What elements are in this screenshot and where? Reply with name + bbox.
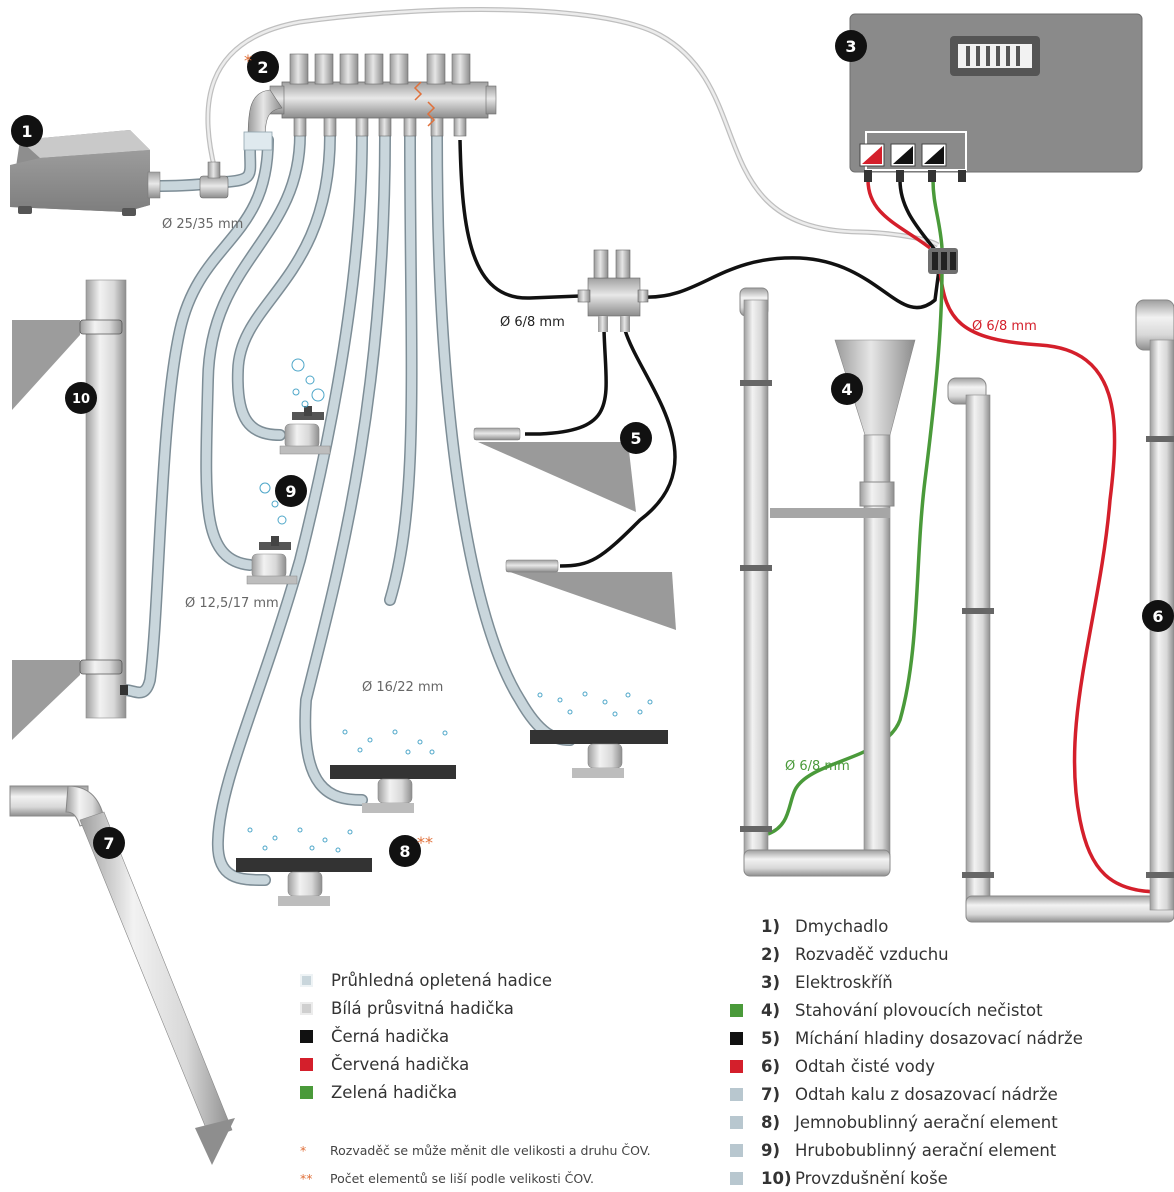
air-manifold xyxy=(244,54,496,150)
marker-2-label: 2 xyxy=(257,58,268,77)
hose-legend-item: Černá hadička xyxy=(300,1022,552,1050)
component-legend-item: 6) Odtah čisté vody xyxy=(730,1052,1083,1080)
blower-pipe-label: Ø 25/35 mm xyxy=(162,217,243,232)
manifold-star: * xyxy=(244,51,252,70)
component-number: 10) xyxy=(761,1169,795,1188)
footnote: ** Počet elementů se liší podle velikost… xyxy=(300,1164,651,1192)
hose-legend-item: Bílá průsvitná hadička xyxy=(300,994,552,1022)
component-legend-item: 2) Rozvaděč vzduchu xyxy=(730,940,1083,968)
marker-5-label: 5 xyxy=(630,429,641,448)
footnote-mark: * xyxy=(300,1143,330,1158)
footnote: * Rozvaděč se může měnit dle velikosti a… xyxy=(300,1136,651,1164)
component-number: 5) xyxy=(761,1029,795,1048)
component-legend-item: 4) Stahování plovoucích nečistot xyxy=(730,996,1083,1024)
footnote-mark: ** xyxy=(300,1171,330,1186)
component-legend-item: 8) Jemnobublinný aerační element xyxy=(730,1108,1083,1136)
component-label: Elektroskříň xyxy=(795,973,893,992)
component-label: Odtah čisté vody xyxy=(795,1057,935,1076)
fine-hose-label: Ø 16/22 mm xyxy=(362,680,443,695)
marker-1-label: 1 xyxy=(21,122,32,141)
footnotes: * Rozvaděč se může měnit dle velikosti a… xyxy=(300,1136,651,1192)
marker-5: 5 xyxy=(620,422,652,454)
marker-7-label: 7 xyxy=(103,834,114,853)
component-legend: 1) Dmychadlo 2) Rozvaděč vzduchu 3) Elek… xyxy=(730,912,1083,1192)
marker-8-label: 8 xyxy=(399,842,410,861)
component-number: 9) xyxy=(761,1141,795,1160)
component-swatch xyxy=(730,1172,743,1185)
component-swatch xyxy=(730,1116,743,1129)
component-swatch xyxy=(730,1032,743,1045)
hose-legend-label: Průhledná opletená hadice xyxy=(331,971,552,990)
marker-9-label: 9 xyxy=(285,482,296,501)
hose-legend-label: Červená hadička xyxy=(331,1055,469,1074)
component-number: 7) xyxy=(761,1085,795,1104)
marker-4: 4 xyxy=(831,373,863,405)
hose-swatch xyxy=(300,1058,313,1071)
component-swatch xyxy=(730,948,743,961)
component-label: Stahování plovoucích nečistot xyxy=(795,1001,1043,1020)
marker-4-label: 4 xyxy=(841,380,852,399)
component-number: 8) xyxy=(761,1113,795,1132)
hose-swatch xyxy=(300,974,313,987)
clean-water-pipe xyxy=(948,300,1174,922)
component-legend-item: 5) Míchání hladiny dosazovací nádrže xyxy=(730,1024,1083,1052)
green-hose-label: Ø 6/8 mm xyxy=(785,759,850,774)
component-swatch xyxy=(730,1004,743,1017)
component-swatch xyxy=(730,1060,743,1073)
component-legend-item: 3) Elektroskříň xyxy=(730,968,1083,996)
footnote-text: Rozvaděč se může měnit dle velikosti a d… xyxy=(330,1143,651,1158)
skimmer-plates xyxy=(474,428,676,630)
hose-legend-item: Průhledná opletená hadice xyxy=(300,966,552,994)
red-hose xyxy=(868,180,1160,892)
component-legend-item: 9) Hrubobublinný aerační element xyxy=(730,1136,1083,1164)
component-label: Jemnobublinný aerační element xyxy=(795,1113,1058,1132)
marker-6-label: 6 xyxy=(1152,607,1163,626)
skimmer-tower xyxy=(740,288,915,876)
hose-legend-item: Červená hadička xyxy=(300,1050,552,1078)
component-swatch xyxy=(730,1144,743,1157)
marker-1: 1 xyxy=(11,115,43,147)
hose-legend-item: Zelená hadička xyxy=(300,1078,552,1106)
hose-swatch xyxy=(300,1002,313,1015)
component-label: Odtah kalu z dosazovací nádrže xyxy=(795,1085,1058,1104)
component-swatch xyxy=(730,1088,743,1101)
hose-legend-label: Bílá průsvitná hadička xyxy=(331,999,514,1018)
component-number: 2) xyxy=(761,945,795,964)
component-label: Rozvaděč vzduchu xyxy=(795,945,949,964)
component-legend-item: 7) Odtah kalu z dosazovací nádrže xyxy=(730,1080,1083,1108)
small-manifold xyxy=(578,250,648,332)
marker-10: 10 xyxy=(65,382,97,414)
component-legend-item: 10) Provzdušnění koše xyxy=(730,1164,1083,1192)
component-number: 1) xyxy=(761,917,795,936)
hose-swatch xyxy=(300,1030,313,1043)
blower xyxy=(10,130,228,216)
green-hose xyxy=(768,180,942,834)
red-hose-label: Ø 6/8 mm xyxy=(972,319,1037,334)
component-number: 3) xyxy=(761,973,795,992)
marker-3-label: 3 xyxy=(845,37,856,56)
basket-aeration xyxy=(12,280,128,740)
black-hose-label: Ø 6/8 mm xyxy=(500,315,565,330)
hose-swatch xyxy=(300,1086,313,1099)
hose-legend: Průhledná opletená hadice Bílá průsvitná… xyxy=(300,966,552,1106)
coarse-hose-label: Ø 12,5/17 mm xyxy=(185,596,279,611)
component-label: Hrubobublinný aerační element xyxy=(795,1141,1056,1160)
hose-legend-label: Černá hadička xyxy=(331,1027,449,1046)
component-number: 6) xyxy=(761,1057,795,1076)
marker-9: 9 xyxy=(275,475,307,507)
footnote-text: Počet elementů se liší podle velikosti Č… xyxy=(330,1171,594,1186)
hose-legend-label: Zelená hadička xyxy=(331,1083,457,1102)
component-label: Dmychadlo xyxy=(795,917,888,936)
elements-star: ** xyxy=(417,833,433,852)
component-number: 4) xyxy=(761,1001,795,1020)
component-label: Míchání hladiny dosazovací nádrže xyxy=(795,1029,1083,1048)
marker-7: 7 xyxy=(93,827,125,859)
component-label: Provzdušnění koše xyxy=(795,1169,948,1188)
component-swatch xyxy=(730,920,743,933)
marker-3: 3 xyxy=(835,30,867,62)
marker-10-label: 10 xyxy=(72,392,90,407)
component-legend-item: 1) Dmychadlo xyxy=(730,912,1083,940)
component-swatch xyxy=(730,976,743,989)
marker-6: 6 xyxy=(1142,600,1174,632)
